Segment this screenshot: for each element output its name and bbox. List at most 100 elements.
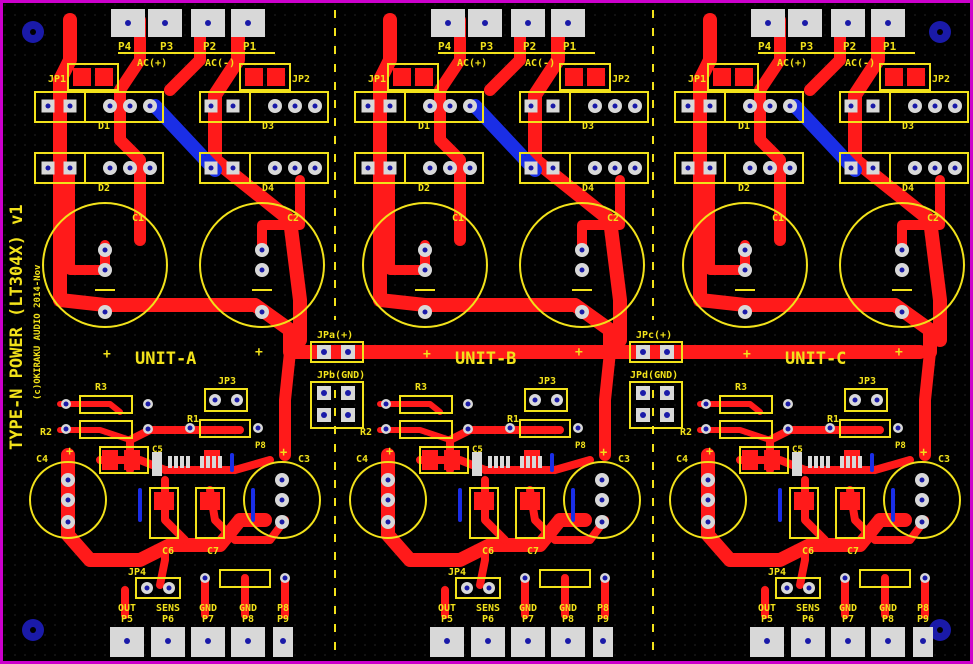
pad-hole [685, 103, 691, 109]
pad-hole [467, 165, 473, 171]
pin-label: P4 [118, 40, 132, 53]
pad-hole [165, 638, 171, 644]
pad-hole [525, 638, 531, 644]
polarity-mark: + [920, 445, 927, 459]
resistor-outline [79, 395, 133, 414]
pad-hole [107, 103, 113, 109]
jumper-label: JP3 [218, 376, 236, 387]
pad-hole [874, 397, 880, 403]
pad-hole [65, 477, 71, 483]
ic-pin [820, 456, 824, 468]
capacitor-label: C4 [36, 454, 48, 465]
pad-hole [919, 519, 925, 525]
pad-hole [245, 20, 251, 26]
capacitor-label: C2 [607, 213, 619, 224]
copper-trace [373, 13, 397, 307]
pin-label: GND [879, 603, 897, 614]
pin-label: SENS [796, 603, 820, 614]
pad-hole [912, 103, 918, 109]
pad-hole [127, 103, 133, 109]
unit-label: UNIT-C [785, 349, 846, 369]
pad-hole [147, 165, 153, 171]
ic-pin [814, 456, 818, 468]
polarity-mark: + [575, 345, 583, 360]
pad-hole [885, 20, 891, 26]
diode-label: D3 [902, 121, 914, 132]
pad-hole [599, 477, 605, 483]
diode-outline [519, 91, 649, 123]
pad-hole [919, 497, 925, 503]
pad-hole [632, 165, 638, 171]
pin-label: AC(+) [777, 58, 807, 69]
pad-hole [802, 20, 808, 26]
jumper-outline [239, 63, 291, 91]
pad-hole [742, 247, 748, 253]
resistor-outline [859, 569, 911, 588]
polarity-mark: + [386, 444, 393, 458]
pad-hole [912, 165, 918, 171]
pin-label: AC(-) [845, 58, 875, 69]
pad-hole [67, 165, 73, 171]
capacitor-label: C7 [527, 546, 539, 557]
capacitor-label: C6 [162, 546, 174, 557]
pin-label: GND [239, 603, 257, 614]
capacitor-outline [669, 461, 747, 539]
pad-hole [102, 267, 108, 273]
jumper-pad [95, 68, 113, 86]
pad-hole [162, 20, 168, 26]
smd-pad [124, 450, 140, 470]
smd-pad [764, 450, 780, 470]
pad-hole [705, 477, 711, 483]
jumper-jpd: JPd(GND) [629, 370, 683, 429]
pin-label: AC(+) [137, 58, 167, 69]
copper-trace [385, 165, 430, 275]
pad-hole [280, 638, 286, 644]
capacitor-label: C1 [772, 213, 784, 224]
pad-hole [259, 309, 265, 315]
pad-hole [205, 20, 211, 26]
pad-hole [784, 585, 790, 591]
pad-hole [612, 103, 618, 109]
ic-pin [840, 456, 844, 468]
board-credit: (c)OKIRAKU AUDIO 2014-Nov [33, 264, 43, 400]
capacitor-outline [883, 461, 961, 539]
pad-hole [205, 638, 211, 644]
resistor-label: R2 [680, 427, 692, 438]
pad-hole [765, 20, 771, 26]
pad-hole [932, 103, 938, 109]
capacitor-outline [515, 487, 545, 539]
copper-trace [53, 13, 77, 307]
pad-hole [422, 309, 428, 315]
resistor-label: R2 [360, 427, 372, 438]
pad-hole [899, 267, 905, 273]
smd-pad [794, 492, 814, 510]
copper-trace [599, 346, 616, 461]
pad-hole [234, 397, 240, 403]
polarity-mark: + [66, 444, 73, 458]
pad-hole [532, 397, 538, 403]
jumper-pad [245, 68, 263, 86]
bottom-trace [458, 453, 575, 522]
pad-hole [550, 165, 556, 171]
copper-trace [65, 165, 110, 275]
pin-label: GND [839, 603, 857, 614]
pad-hole [144, 585, 150, 591]
pad-hole [707, 165, 713, 171]
pad-hole [599, 519, 605, 525]
pad-hole [848, 103, 854, 109]
pad-hole [952, 103, 958, 109]
mounting-holes [22, 21, 951, 641]
resistor-outline [199, 419, 251, 438]
pad-hole [365, 165, 371, 171]
capacitor-label: C1 [452, 213, 464, 224]
pad-hole [922, 575, 928, 581]
pad-hole [525, 20, 531, 26]
pin-label: P8 [882, 614, 894, 625]
pin-label: P6 [802, 614, 814, 625]
jumper-outline [67, 63, 119, 91]
ic-pin [846, 456, 850, 468]
jumper-outline [844, 388, 888, 412]
pad-hole [845, 20, 851, 26]
jumper-outline [775, 577, 821, 599]
capacitor-label: C5 [472, 445, 483, 455]
